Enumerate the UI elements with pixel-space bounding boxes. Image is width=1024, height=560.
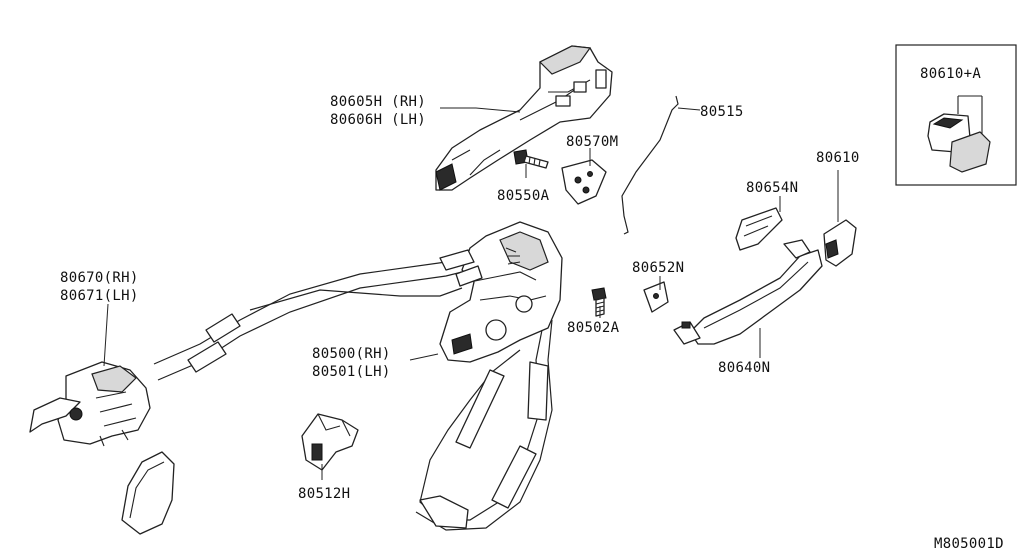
key-cylinder-cap-80610 [823, 219, 857, 267]
diagram-code: M805001D [934, 536, 1004, 552]
outside-handle-bracket [435, 45, 613, 191]
label-80515: 80515 [700, 104, 744, 120]
label-80654n: 80654N [746, 180, 798, 196]
label-80500: 80500(RH) [312, 346, 391, 362]
label-80610: 80610 [816, 150, 860, 166]
door-lock-assembly [439, 221, 563, 363]
bracket-80570m [561, 159, 607, 205]
label-80512h: 80512H [298, 486, 350, 502]
clip-80512h [301, 413, 359, 471]
leader-lines [103, 107, 839, 480]
grip-cover-80654n [735, 207, 783, 251]
label-80610a: 80610+A [920, 66, 981, 82]
inside-handle-assembly [29, 361, 151, 447]
inset-box-80610a [895, 44, 1017, 186]
label-80501: 80501(LH) [312, 364, 391, 380]
label-80606h: 80606H (LH) [330, 112, 426, 128]
screw-80550a [513, 149, 549, 169]
inside-handle-escutcheon [121, 451, 175, 535]
label-80670: 80670(RH) [60, 270, 139, 286]
remote-control-cables [153, 249, 483, 381]
rod-80515 [621, 95, 679, 235]
label-80671: 80671(LH) [60, 288, 139, 304]
label-80570m: 80570M [566, 134, 618, 150]
clip-80652n [643, 281, 669, 313]
label-80502a: 80502A [567, 320, 620, 336]
bolt-80502a [591, 287, 607, 317]
label-80550a: 80550A [497, 188, 550, 204]
outside-door-handle-80640n [673, 239, 823, 345]
label-80640n: 80640N [718, 360, 770, 376]
lock-cable-loop [415, 319, 553, 531]
label-80605h: 80605H (RH) [330, 94, 426, 110]
part-labels: 80605H (RH) 80606H (LH) 80570M 80550A 80… [60, 66, 1004, 552]
label-80652n: 80652N [632, 260, 684, 276]
